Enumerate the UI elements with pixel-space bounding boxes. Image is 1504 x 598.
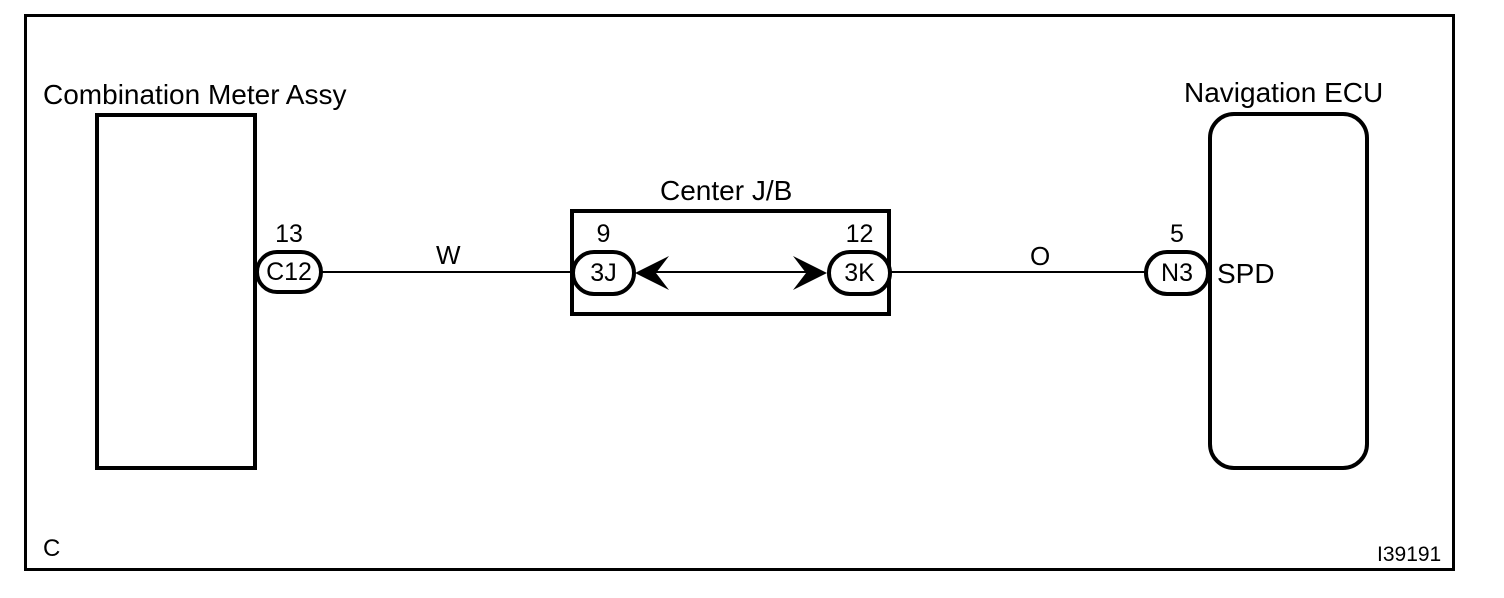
navigation-ecu-box — [1208, 112, 1369, 470]
figure-id: I39191 — [1377, 543, 1442, 566]
connector-c12: C12 — [255, 250, 323, 294]
diagram-frame — [24, 14, 1455, 571]
pin-number-n3: 5 — [1170, 220, 1184, 248]
center-jb-label: Center J/B — [660, 175, 793, 206]
corner-label: C — [43, 535, 61, 562]
jb-internal-wire — [640, 271, 822, 273]
jb-arrow-right-icon — [793, 256, 827, 290]
wire-w — [320, 271, 573, 273]
wire-w-label: W — [436, 240, 461, 270]
pin-number-3j: 9 — [596, 220, 611, 248]
wire-o-label: O — [1030, 241, 1051, 271]
combination-meter-label: Combination Meter Assy — [43, 79, 347, 110]
spd-terminal-label: SPD — [1217, 258, 1275, 289]
wire-o — [890, 271, 1146, 273]
connector-3j: 3J — [571, 250, 636, 296]
pin-number-c12: 13 — [275, 220, 303, 248]
connector-3k: 3K — [827, 250, 892, 296]
pin-number-3k: 12 — [845, 220, 874, 248]
combination-meter-box — [95, 113, 257, 470]
navigation-ecu-label: Navigation ECU — [1184, 77, 1384, 108]
jb-arrow-left-icon — [635, 256, 669, 290]
connector-n3: N3 — [1144, 250, 1210, 296]
